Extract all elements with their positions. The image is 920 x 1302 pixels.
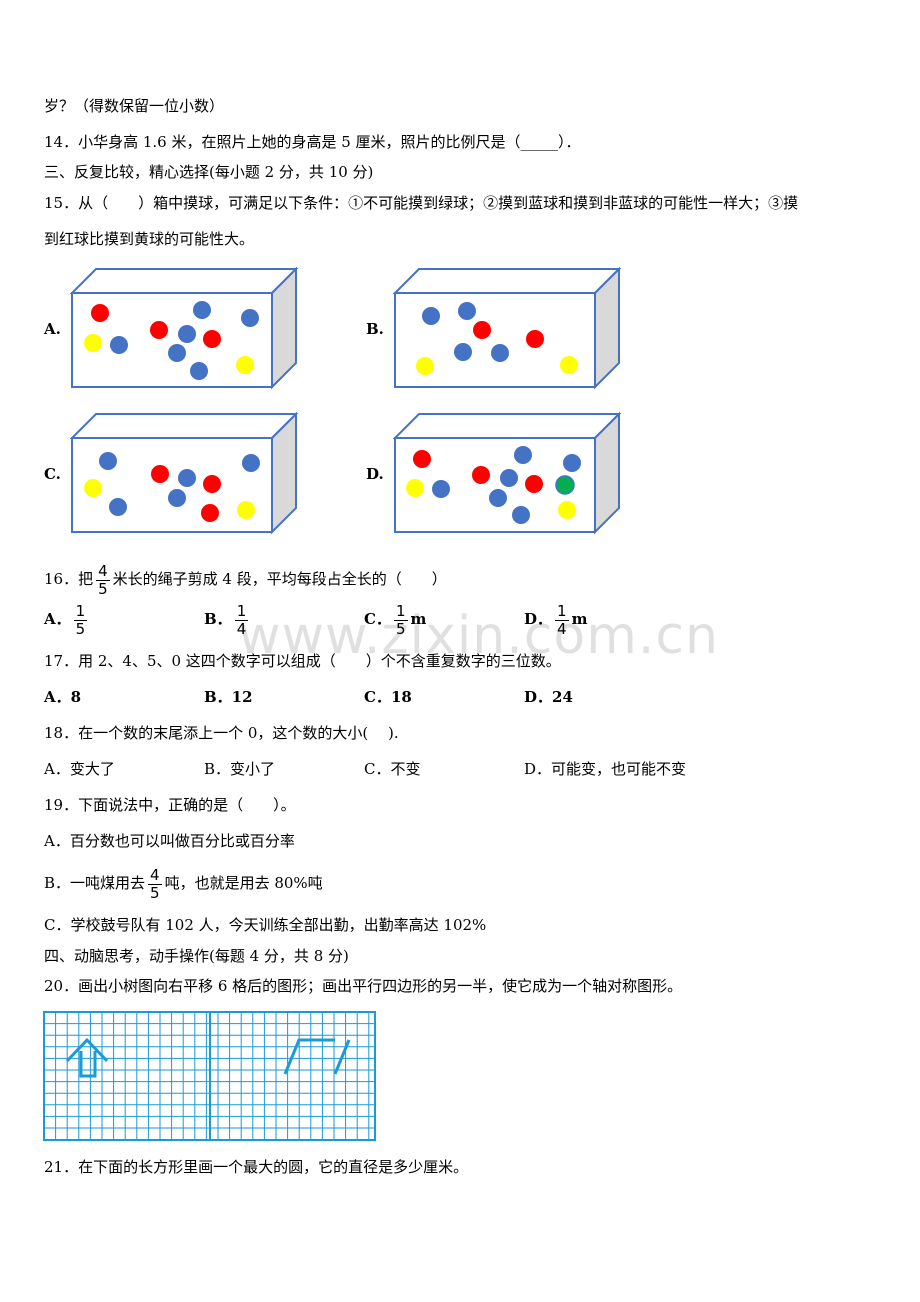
option-unit: m [571, 610, 588, 628]
fraction-denominator: 5 [98, 579, 108, 598]
fraction-denominator: 4 [236, 619, 247, 638]
question-14: 14．小华身高 1.6 米，在照片上她的身高是 5 厘米，照片的比例尺是（___… [44, 133, 581, 151]
question-15-line1: 15．从（ ）箱中摸球，可满足以下条件：①不可能摸到绿球；②摸到蓝球和摸到非蓝球… [44, 194, 799, 212]
fraction-numerator: 1 [234, 601, 249, 621]
option-label: B． [204, 610, 232, 628]
q19-b-suffix: 吨，也就是用去 80%吨 [164, 874, 323, 892]
ball-box-c [70, 411, 299, 535]
q15-option-c-label: C. [44, 465, 61, 483]
q15-option-d-label: D. [366, 465, 384, 483]
question-20: 20．画出小树图向右平移 6 格后的图形；画出平行四边形的另一半，使它成为一个轴… [44, 977, 683, 995]
fraction-denominator: 4 [557, 619, 567, 638]
question-21: 21．在下面的长方形里画一个最大的圆，它的直径是多少厘米。 [44, 1158, 469, 1176]
q19-option-a: A．百分数也可以叫做百分比或百分率 [44, 832, 295, 850]
fraction-denominator: 5 [395, 619, 406, 638]
section-4-heading: 四、动脑思考，动手操作(每题 4 分，共 8 分) [44, 947, 349, 965]
q17-option-b: B．12 [204, 688, 253, 706]
q19-b-prefix: B．一吨煤用去 [44, 874, 146, 892]
fraction-numerator: 1 [73, 601, 88, 621]
question-fragment-top: 岁？（得数保留一位小数） [44, 97, 225, 115]
ball-box-a [70, 266, 299, 390]
fraction-denominator: 5 [150, 883, 160, 902]
ball-box-d [393, 411, 622, 535]
question-17: 17．用 2、4、5、0 这四个数字可以组成（ ）个不含重复数字的三位数。 [44, 652, 561, 670]
fraction-numerator: 4 [96, 561, 110, 581]
fraction-numerator: 4 [148, 865, 162, 885]
q15-option-a-label: A. [44, 320, 61, 338]
ball-box-b [393, 266, 622, 390]
section-3-heading: 三、反复比较，精心选择(每小题 2 分，共 10 分) [44, 163, 374, 181]
q17-option-d: D．24 [524, 688, 573, 706]
question-18: 18．在一个数的末尾添上一个 0，这个数的大小( ). [44, 724, 399, 742]
q17-option-a: A．8 [44, 688, 82, 706]
q18-option-d: D．可能变，也可能不变 [524, 760, 687, 778]
question-19: 19．下面说法中，正确的是（ ）。 [44, 796, 296, 814]
q15-option-b-label: B. [366, 320, 384, 338]
tree-figure [65, 1037, 109, 1063]
q19-option-c: C．学校鼓号队有 102 人，今天训练全部出勤，出勤率高达 102% [44, 916, 487, 934]
q16-suffix: 米长的绳子剪成 4 段，平均每段占全长的（ ） [112, 570, 447, 588]
fraction-denominator: 5 [75, 619, 86, 638]
fraction-numerator: 1 [555, 601, 569, 621]
option-label: A． [44, 610, 71, 628]
option-unit: m [410, 610, 427, 628]
option-label: C． [364, 610, 391, 628]
q16-prefix: 16．把 [44, 570, 94, 588]
q18-option-b: B．变小了 [204, 760, 276, 778]
fraction-numerator: 1 [393, 601, 408, 621]
q18-option-c: C．不变 [364, 760, 421, 778]
q17-option-c: C．18 [364, 688, 412, 706]
q18-option-a: A．变大了 [44, 760, 115, 778]
question-15-line2: 到红球比摸到黄球的可能性大。 [44, 230, 255, 248]
half-parallelogram [283, 1038, 335, 1075]
translation-grid [43, 1011, 376, 1141]
option-label: D． [524, 610, 553, 628]
